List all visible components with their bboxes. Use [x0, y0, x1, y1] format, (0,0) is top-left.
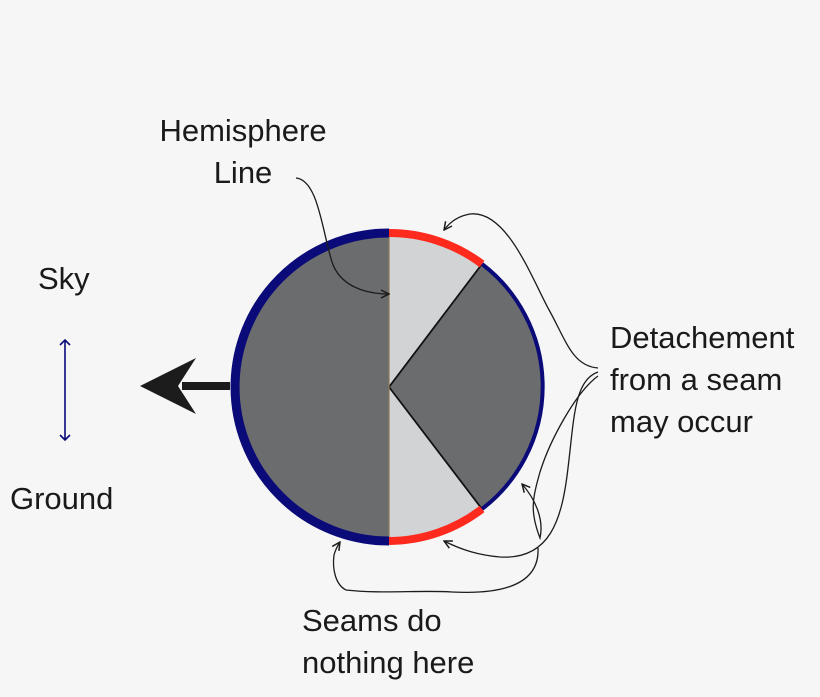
lower-light-wedge — [389, 387, 482, 541]
detachment-label-3: may occur — [610, 404, 753, 439]
seams-nothing-bracket — [345, 547, 539, 594]
detachment-label: Detachement from a seam may occur — [610, 317, 794, 443]
seams-nothing-label-2: nothing here — [302, 645, 475, 680]
seam-lower — [388, 505, 485, 545]
wedge-edge-lower — [388, 386, 483, 510]
detachment-label-2: from a seam — [610, 362, 783, 397]
hemisphere-line-label: Hemisphere Line — [138, 110, 348, 194]
seams-nothing-label-1: Seams do — [302, 603, 442, 638]
detachment-pointers — [444, 213, 599, 558]
seams-nothing-label: Seams do nothing here — [302, 600, 474, 684]
seam-upper — [388, 228, 485, 268]
seams-nothing-pointer — [334, 542, 347, 591]
wedge-edge-upper — [388, 263, 483, 388]
hemisphere-line-label-1: Hemisphere — [159, 113, 327, 148]
ground-label: Ground — [10, 481, 114, 516]
hemisphere-line-label-2: Line — [213, 155, 273, 190]
outline-right-section — [480, 262, 545, 511]
outline-left-half — [230, 228, 390, 546]
left-arrow-icon — [140, 358, 230, 414]
hemisphere-pointer — [295, 177, 389, 294]
sky-label: Sky — [38, 261, 90, 296]
upper-light-wedge — [389, 232, 482, 387]
detachment-label-1: Detachement — [610, 320, 795, 355]
